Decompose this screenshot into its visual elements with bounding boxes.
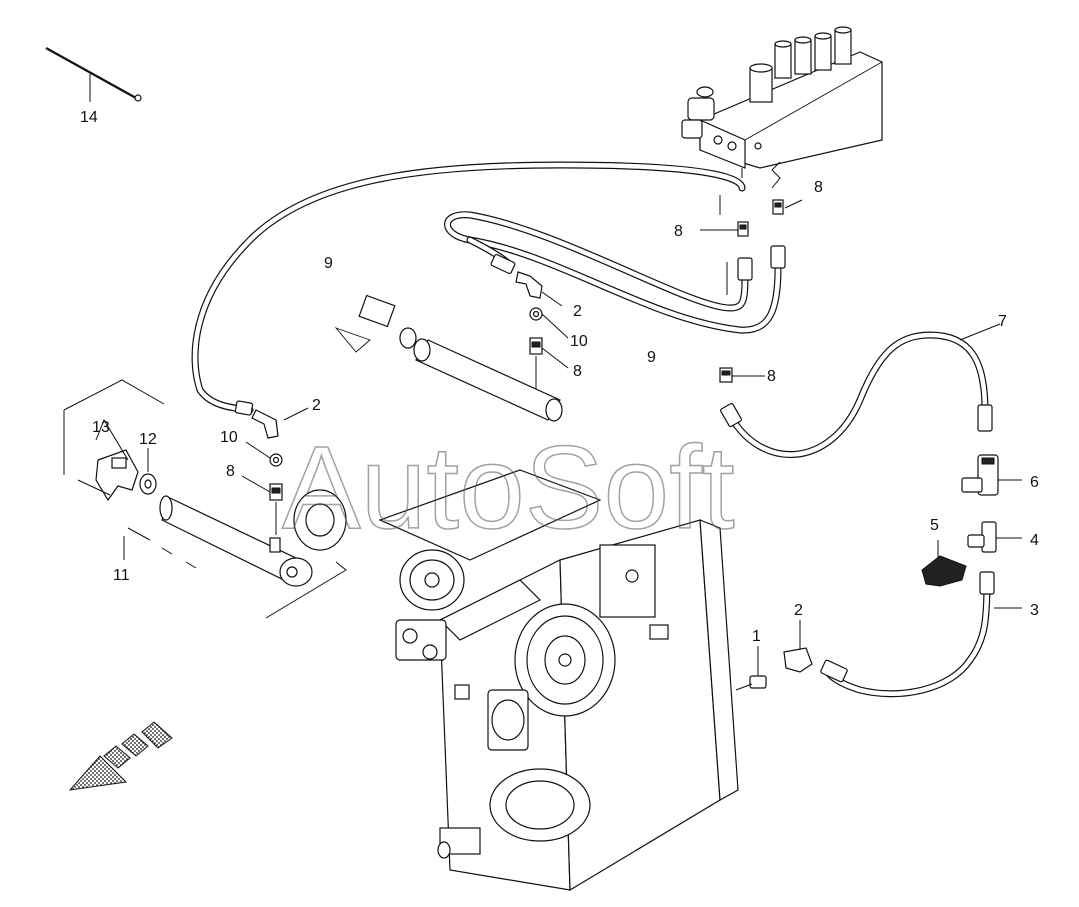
callout-1: 1: [752, 628, 761, 645]
hose-3: [820, 571, 1022, 698]
fitting-group-valve: [700, 195, 803, 295]
callout-4: 4: [1030, 532, 1039, 549]
callout-6: 6: [1030, 474, 1039, 491]
forward-direction-arrow-icon: [68, 721, 173, 791]
hose-9-long: [191, 161, 746, 439]
callout-13: 13: [92, 419, 110, 436]
callout-12: 12: [139, 431, 157, 448]
callout-2-bottom: 2: [794, 602, 803, 619]
callout-2-left: 2: [312, 397, 321, 414]
callout-5: 5: [930, 517, 939, 534]
callout-3: 3: [1030, 602, 1039, 619]
tee-fittings: [921, 454, 1022, 587]
callout-9-upper: 9: [324, 255, 333, 272]
hose-7: [719, 323, 1001, 459]
fitting-group-left: [241, 407, 309, 535]
callout-8-left: 8: [226, 463, 235, 480]
cylinder-inset-panel: [63, 379, 347, 619]
callout-8-center: 8: [573, 363, 582, 380]
callout-7: 7: [998, 313, 1007, 330]
callout-2-center: 2: [573, 303, 582, 320]
callout-10-left: 10: [220, 429, 238, 446]
fitting-group-center: [515, 271, 569, 390]
callout-labels: 14 9 8 8 2 10 8 9 8 7 2 10 8 13 12 11 6 …: [80, 109, 1039, 645]
watermark-text: AutoSoft: [282, 422, 735, 554]
callout-8-valve-right: 8: [814, 179, 823, 196]
callout-11: 11: [113, 567, 130, 584]
callout-10-center: 10: [570, 333, 588, 350]
fitting-group-bottom: [735, 620, 813, 691]
control-valve-block: [681, 26, 883, 189]
center-cylinder: [334, 294, 563, 422]
callout-8-hose7: 8: [767, 368, 776, 385]
callout-14: 14: [80, 109, 98, 126]
callout-9-lower: 9: [647, 349, 656, 366]
main-gearbox-frame: [293, 469, 739, 892]
hose-9-loop: [444, 211, 786, 334]
part-14-tie-strap: [45, 47, 142, 102]
callout-8-valve-left: 8: [674, 223, 683, 240]
